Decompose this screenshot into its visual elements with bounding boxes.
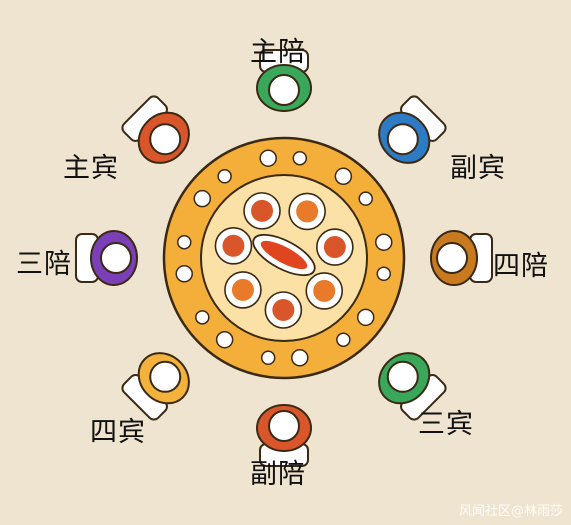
dish-food xyxy=(296,200,319,223)
diner-third-host xyxy=(75,230,138,286)
label-third-host: 三陪 xyxy=(16,249,72,280)
diner-head xyxy=(268,74,300,106)
plate xyxy=(375,233,393,251)
plate xyxy=(175,265,193,283)
dishes xyxy=(214,192,354,329)
diner-head xyxy=(149,123,182,156)
diner-second-host xyxy=(256,404,312,467)
fish xyxy=(260,240,308,270)
plate xyxy=(217,169,232,184)
plate xyxy=(376,266,392,282)
diner-main-guest xyxy=(121,95,190,164)
label-third-guest: 三宾 xyxy=(418,409,474,440)
dish-food xyxy=(251,199,274,222)
plate xyxy=(215,330,234,349)
dish-food xyxy=(323,236,346,259)
label-second-host: 副陪 xyxy=(250,459,306,490)
watermark: 风闻社区@林雨莎 xyxy=(458,504,563,519)
label-fourth-guest: 四宾 xyxy=(90,417,146,448)
plate xyxy=(193,189,212,208)
dish-food xyxy=(313,279,336,302)
diner-fourth-host xyxy=(430,230,493,286)
dish-food xyxy=(222,234,245,257)
diner-host xyxy=(256,49,312,112)
label-main-guest: 主宾 xyxy=(63,153,119,184)
diner-head xyxy=(386,123,419,156)
label-host: 主陪 xyxy=(250,37,306,68)
plate xyxy=(336,332,351,347)
plate xyxy=(356,308,375,327)
diner-head xyxy=(100,242,132,274)
plate xyxy=(358,191,373,206)
diner-third-guest xyxy=(378,352,447,421)
diner-head xyxy=(149,360,182,393)
dish-food xyxy=(231,278,254,301)
label-fourth-host: 四陪 xyxy=(493,251,549,282)
plate xyxy=(291,349,309,367)
diner-head xyxy=(386,360,419,393)
diners xyxy=(75,49,493,467)
diner-head xyxy=(268,410,300,442)
diner-second-guest xyxy=(378,95,447,164)
plate xyxy=(260,350,276,366)
plate xyxy=(292,150,308,166)
place-settings xyxy=(175,149,393,367)
label-second-guest: 副宾 xyxy=(450,153,506,184)
plate xyxy=(259,149,277,167)
plate xyxy=(176,234,192,250)
diner-fourth-guest xyxy=(121,352,190,421)
plate xyxy=(334,167,353,186)
plate xyxy=(195,310,210,325)
dish-food xyxy=(272,298,295,321)
diner-head xyxy=(436,242,468,274)
